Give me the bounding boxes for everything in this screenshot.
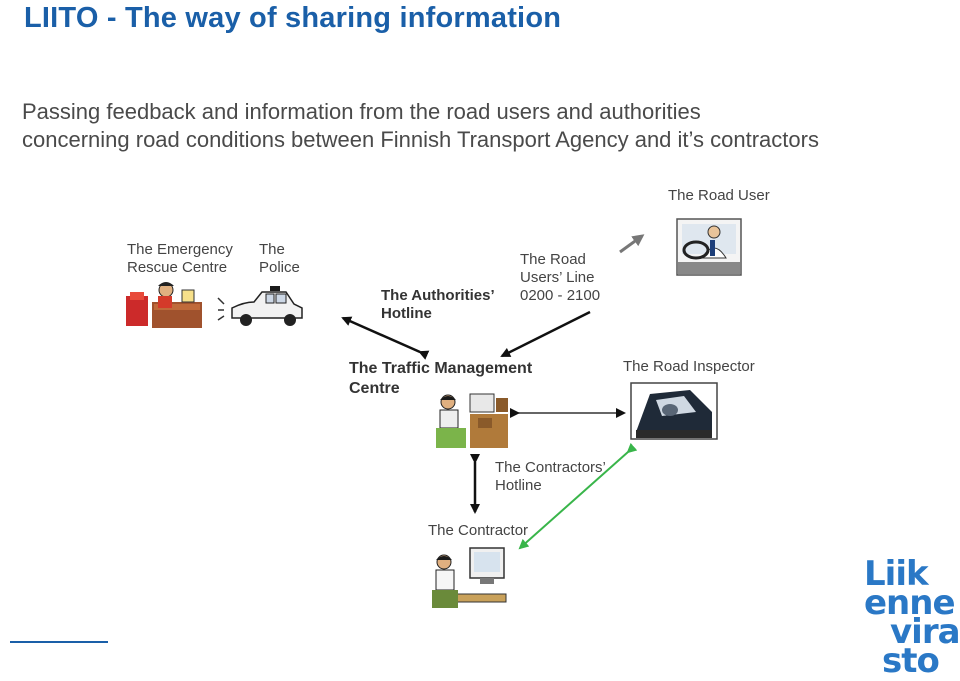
label-police: The Police xyxy=(259,241,300,277)
logo-line-1: Liik xyxy=(864,554,929,594)
label-roadusers-line3: 0200 - 2100 xyxy=(520,287,601,304)
arrow-authorities-traffic xyxy=(341,316,430,360)
road-inspector-illustration xyxy=(630,382,718,440)
subtitle-line-1: Passing feedback and information from th… xyxy=(22,99,701,124)
traffic-centre-illustration xyxy=(436,393,508,448)
logo-line-3: vira xyxy=(890,612,960,652)
label-traffic-line1: The Traffic Management xyxy=(349,360,533,377)
label-police-line2: Police xyxy=(259,259,300,276)
label-road-users-line: The Road Users’ Line 0200 - 2100 xyxy=(520,251,600,305)
label-emergency-rescue: The Emergency Rescue Centre xyxy=(127,241,233,277)
footer-rule xyxy=(10,641,108,643)
label-police-line1: The xyxy=(259,241,285,258)
police-car-illustration xyxy=(217,286,303,326)
label-emergency-line2: Rescue Centre xyxy=(127,259,228,276)
label-contractors-hotline: The Contractors’ Hotline xyxy=(495,459,606,495)
contractor-illustration xyxy=(432,547,507,608)
arrow-roaduser-line xyxy=(619,234,645,254)
page-title: LIITO - The way of sharing information xyxy=(24,2,562,34)
label-road-inspector: The Road Inspector xyxy=(623,358,755,375)
label-traffic-line2: Centre xyxy=(349,380,400,397)
label-contractors-line1: The Contractors’ xyxy=(495,459,606,476)
label-contractors-line2: Hotline xyxy=(495,477,542,494)
subtitle-line-2: concerning road conditions between Finni… xyxy=(22,127,819,152)
logo-line-2: enne xyxy=(864,583,956,623)
label-traffic-management: The Traffic Management Centre xyxy=(349,359,532,399)
road-user-illustration xyxy=(676,218,742,276)
liikennevirasto-logo: Liik enne vira sto xyxy=(864,554,960,678)
label-authorities-line2: Hotline xyxy=(381,305,432,322)
label-roadusers-line2: Users’ Line xyxy=(520,269,595,286)
label-road-user: The Road User xyxy=(668,187,770,204)
arrow-roadusers-traffic xyxy=(500,310,591,358)
label-emergency-line1: The Emergency xyxy=(127,241,233,258)
page-subtitle: Passing feedback and information from th… xyxy=(22,98,922,154)
label-authorities-line1: The Authorities’ xyxy=(381,287,495,304)
label-contractor: The Contractor xyxy=(428,522,529,539)
label-roadusers-line1: The Road xyxy=(520,251,586,268)
arrow-inspector-contractor xyxy=(518,442,638,550)
emergency-centre-illustration xyxy=(126,282,202,328)
label-authorities-hotline: The Authorities’ Hotline xyxy=(381,287,495,323)
